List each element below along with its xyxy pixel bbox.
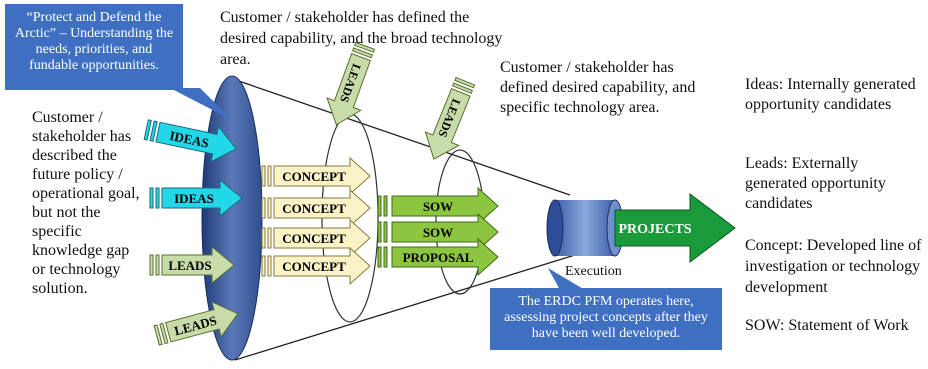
legend-leads: Leads: Externally generated opportunity …: [745, 155, 886, 212]
leads-arrow-1-label: LEADS: [168, 258, 211, 273]
left-description: Customer / stakeholder has described the…: [32, 109, 140, 297]
top-mid-description: Customer / stakeholder has defined the d…: [220, 9, 503, 68]
concept-arrow-3-label: CONCEPT: [282, 231, 346, 246]
callout-protect-arctic: “Protect and Defend the Arctic” – Unders…: [5, 4, 183, 90]
leads-arrow-top-2: LEADS: [424, 76, 476, 160]
ideas-arrow-2: IDEAS: [149, 178, 243, 218]
proposal-arrow-label: PROPOSAL: [403, 250, 474, 265]
projects-arrow: PROJECTS: [614, 192, 736, 264]
concept-arrow-4: CONCEPT: [261, 246, 371, 286]
concept-arrow-4-label: CONCEPT: [282, 259, 346, 274]
execution-label: Execution: [565, 264, 622, 279]
concept-arrow-1: CONCEPT: [261, 156, 371, 196]
proposal-arrow: PROPOSAL: [377, 237, 499, 277]
projects-arrow-label: PROJECTS: [618, 222, 691, 237]
leads-arrow-1: LEADS: [149, 245, 235, 285]
sow-arrow-1: SOW: [377, 186, 499, 226]
callout-top-pointer: [170, 88, 232, 120]
concept-arrow-2: CONCEPT: [261, 188, 371, 228]
top-right-description: Customer / stakeholder has defined desir…: [500, 59, 696, 116]
legend-ideas: Ideas: Internally generated opportunity …: [745, 76, 916, 113]
concept-arrow-1-label: CONCEPT: [282, 169, 346, 184]
sow-arrow-1-label: SOW: [423, 199, 453, 214]
callout-bottom-pointer: [548, 268, 585, 290]
funnel-bottom-edge: [234, 254, 576, 361]
concept-arrow-2-label: CONCEPT: [282, 201, 346, 216]
sow-arrow-2-label: SOW: [423, 225, 453, 240]
execution-cylinder: [546, 199, 624, 257]
callout-erdc-pfm: The ERDC PFM operates here, assessing pr…: [490, 288, 722, 350]
legend-concept: Concept: Developed line of investigation…: [745, 237, 922, 296]
concept-arrow-3: CONCEPT: [261, 218, 371, 258]
legend-sow: SOW: Statement of Work: [745, 317, 909, 334]
ideas-arrow-1: IDEAS: [143, 119, 238, 163]
ideas-arrow-2-label: IDEAS: [174, 191, 214, 206]
funnel-top-edge: [229, 77, 571, 196]
sow-arrow-2: SOW: [377, 212, 499, 252]
